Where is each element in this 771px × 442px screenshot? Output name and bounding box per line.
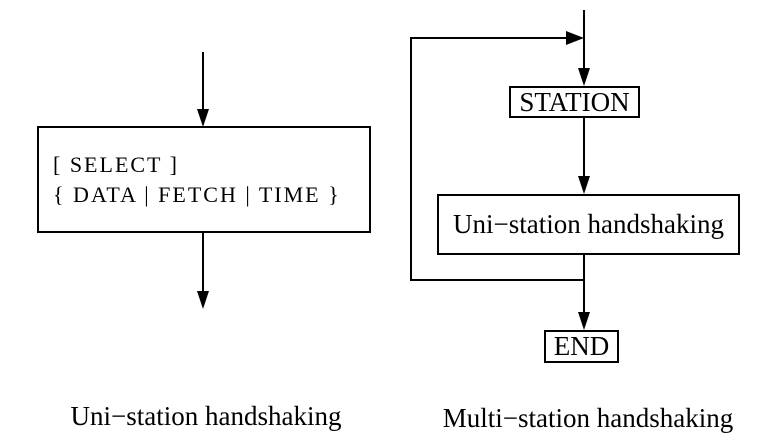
uni-outflow-arrowhead-icon bbox=[197, 291, 209, 309]
loop-top-line bbox=[410, 37, 567, 39]
end-inflow-arrowhead-icon bbox=[578, 312, 590, 330]
multi-entry-line bbox=[583, 10, 585, 71]
select-statement-line2: { DATA | FETCH | TIME } bbox=[53, 181, 341, 207]
loop-merge-arrowhead-icon bbox=[566, 31, 584, 45]
process-box-label: Uni−station handshaking bbox=[453, 209, 724, 239]
end-box-label: END bbox=[553, 331, 610, 361]
end-box: END bbox=[544, 330, 619, 363]
loop-left-line bbox=[410, 37, 412, 281]
select-statement-box: [ SELECT ] { DATA | FETCH | TIME } bbox=[37, 126, 371, 233]
uni-inflow-line bbox=[202, 52, 204, 111]
process-inflow-arrowhead-icon bbox=[578, 176, 590, 194]
uni-outflow-line bbox=[202, 233, 204, 293]
uni-inflow-arrowhead-icon bbox=[197, 109, 209, 127]
station-box-label: STATION bbox=[519, 86, 630, 117]
process-to-end-line bbox=[583, 254, 585, 314]
multi-diagram-caption: Multi−station handshaking bbox=[442, 403, 734, 433]
loop-bottom-line bbox=[410, 279, 585, 281]
uni-handshaking-process-box: Uni−station handshaking bbox=[437, 194, 740, 255]
select-statement-line1: [ SELECT ] bbox=[53, 151, 179, 177]
station-box: STATION bbox=[509, 86, 640, 118]
uni-diagram-caption: Uni−station handshaking bbox=[70, 401, 342, 431]
station-inflow-arrowhead-icon bbox=[578, 68, 590, 86]
station-to-process-line bbox=[583, 117, 585, 178]
